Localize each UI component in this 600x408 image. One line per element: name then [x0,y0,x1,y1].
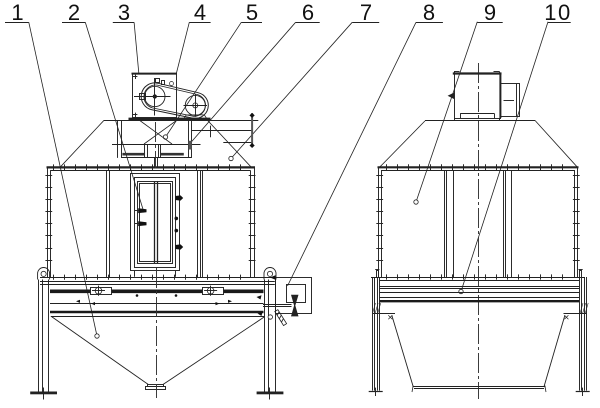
svg-text:3: 3 [118,0,130,25]
svg-text:9: 9 [484,0,496,25]
svg-text:2: 2 [68,0,80,25]
svg-text:4: 4 [194,0,206,25]
svg-text:8: 8 [423,0,435,25]
svg-text:10: 10 [544,0,571,25]
svg-text:7: 7 [360,0,372,25]
svg-text:1: 1 [11,0,23,25]
svg-text:6: 6 [302,0,314,25]
svg-text:5: 5 [246,0,258,25]
